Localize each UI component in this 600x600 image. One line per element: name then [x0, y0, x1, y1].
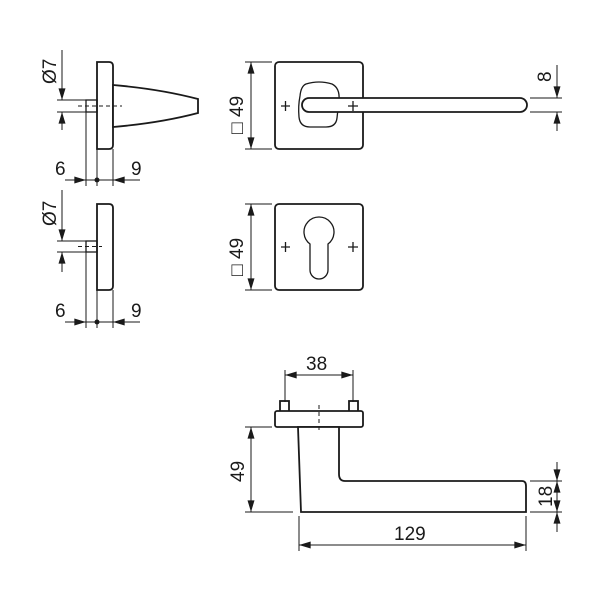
square-symbol: □ [227, 122, 248, 134]
length-label: 129 [394, 524, 426, 545]
diameter-label: Ø7 [40, 201, 61, 226]
lever-thickness-label: 8 [535, 71, 556, 82]
screw-spacing-label: 38 [306, 354, 327, 375]
square-escutcheon [274, 203, 364, 291]
lever-bar [301, 97, 528, 113]
side-view-escutcheon: Ø7 6 9 [40, 190, 142, 328]
escutcheon-plate [96, 203, 114, 291]
projection-label: 49 [228, 461, 249, 482]
rose-plate [96, 61, 114, 150]
rose-size-label: 49 [227, 96, 248, 117]
square-symbol: □ [227, 264, 248, 276]
front-view-escutcheon: □ 49 [227, 203, 364, 291]
grip-height-label: 18 [536, 486, 557, 507]
offset-left-label: 6 [55, 301, 66, 322]
offset-right-label: 9 [131, 301, 142, 322]
profile-cylinder-keyhole [303, 216, 335, 280]
handle-neck [298, 81, 340, 128]
handle-cone [112, 84, 199, 128]
rose-size-label: 49 [227, 238, 248, 259]
front-view-lever: □ 49 8 [227, 61, 562, 150]
offset-right-label: 9 [131, 159, 142, 180]
diameter-label: Ø7 [40, 59, 61, 84]
top-view-lever: 38 49 18 129 [228, 354, 562, 551]
offset-left-label: 6 [55, 159, 66, 180]
lever-profile [297, 426, 527, 513]
side-view-lever: Ø7 6 9 [40, 50, 199, 186]
